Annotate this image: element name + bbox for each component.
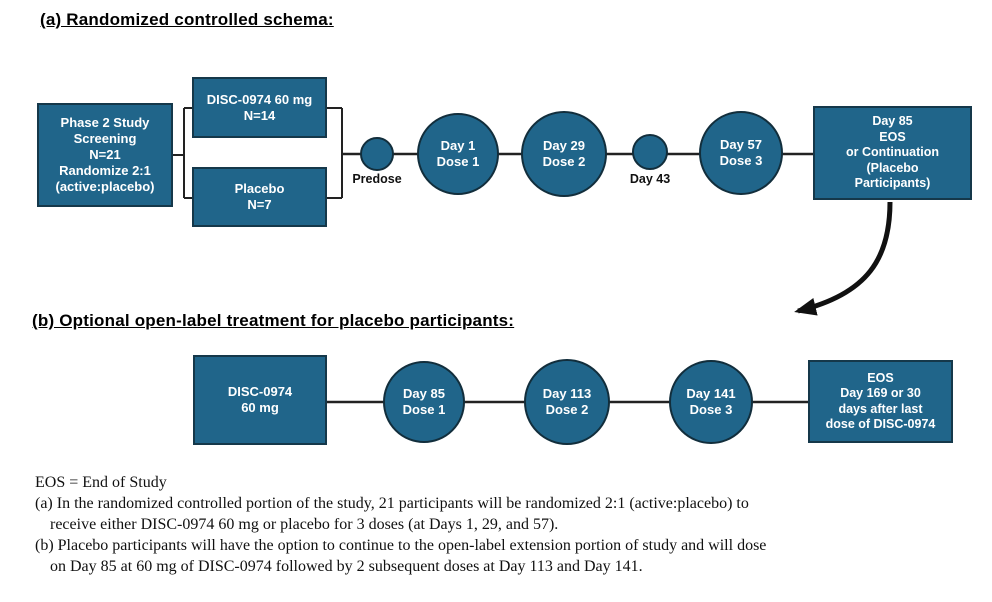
note-line-eos-definition: EOS = End of Study: [35, 474, 167, 491]
section-b-title: (b) Optional open-label treatment for pl…: [32, 311, 515, 330]
openlabel-start-box: DISC-0974 60 mg: [193, 355, 327, 445]
day113-dose2-circle: Day 113 Dose 2: [524, 359, 610, 445]
day1-dose1-circle: Day 1 Dose 1: [417, 113, 499, 195]
continuation-arrow: [794, 201, 893, 316]
openlabel-eos-box: EOS Day 169 or 30 days after last dose o…: [808, 360, 953, 443]
bracket-right-connector: [327, 107, 343, 199]
note-line-b1: (b) Placebo participants will have the o…: [35, 537, 767, 554]
day85-eos-box: Day 85 EOS or Continuation (Placebo Part…: [813, 106, 972, 200]
day29-dose2-circle: Day 29 Dose 2: [521, 111, 607, 197]
section-a-title: (a) Randomized controlled schema:: [40, 10, 334, 29]
day141-dose3-circle: Day 141 Dose 3: [669, 360, 753, 444]
note-line-b2: on Day 85 at 60 mg of DISC-0974 followed…: [50, 558, 643, 575]
note-line-a2: receive either DISC-0974 60 mg or placeb…: [50, 516, 559, 533]
predose-circle: [360, 137, 394, 171]
screening-box: Phase 2 Study Screening N=21 Randomize 2…: [37, 103, 173, 207]
bracket-left-connector: [173, 107, 193, 199]
active-arm-box: DISC-0974 60 mg N=14: [192, 77, 327, 138]
placebo-arm-box: Placebo N=7: [192, 167, 327, 227]
day43-circle: [632, 134, 668, 170]
figure-notes: EOS = End of Study (a) In the randomized…: [35, 472, 975, 577]
note-line-a1: (a) In the randomized controlled portion…: [35, 495, 749, 512]
day57-dose3-circle: Day 57 Dose 3: [699, 111, 783, 195]
day85-dose1-circle: Day 85 Dose 1: [383, 361, 465, 443]
predose-label: Predose: [352, 172, 402, 186]
day43-label: Day 43: [629, 172, 671, 186]
